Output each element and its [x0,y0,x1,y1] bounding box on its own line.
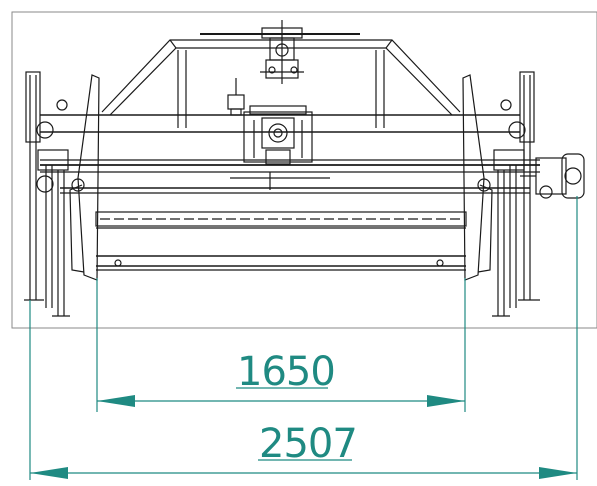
dimension-label-overall: 2507 [259,421,357,467]
rotor-drum [95,211,467,271]
central-gearbox [243,105,313,165]
arrowhead-inner-right [427,395,465,407]
arrowhead-overall-left [30,467,68,479]
drawing-frame [11,11,597,329]
arrowhead-overall-right [539,467,577,479]
left-support [24,71,70,317]
sensor-post [227,78,245,116]
dimension-label-inner: 1650 [237,349,335,395]
dimension-lines [29,196,578,480]
main-beams [40,114,540,194]
right-support [492,71,540,317]
right-drive-motor [520,153,585,199]
machine-front-view [24,20,585,317]
right-side-plate [462,74,493,281]
arrowhead-inner-left [97,395,135,407]
left-side-plate [69,74,100,281]
top-center-mechanism [260,20,304,84]
